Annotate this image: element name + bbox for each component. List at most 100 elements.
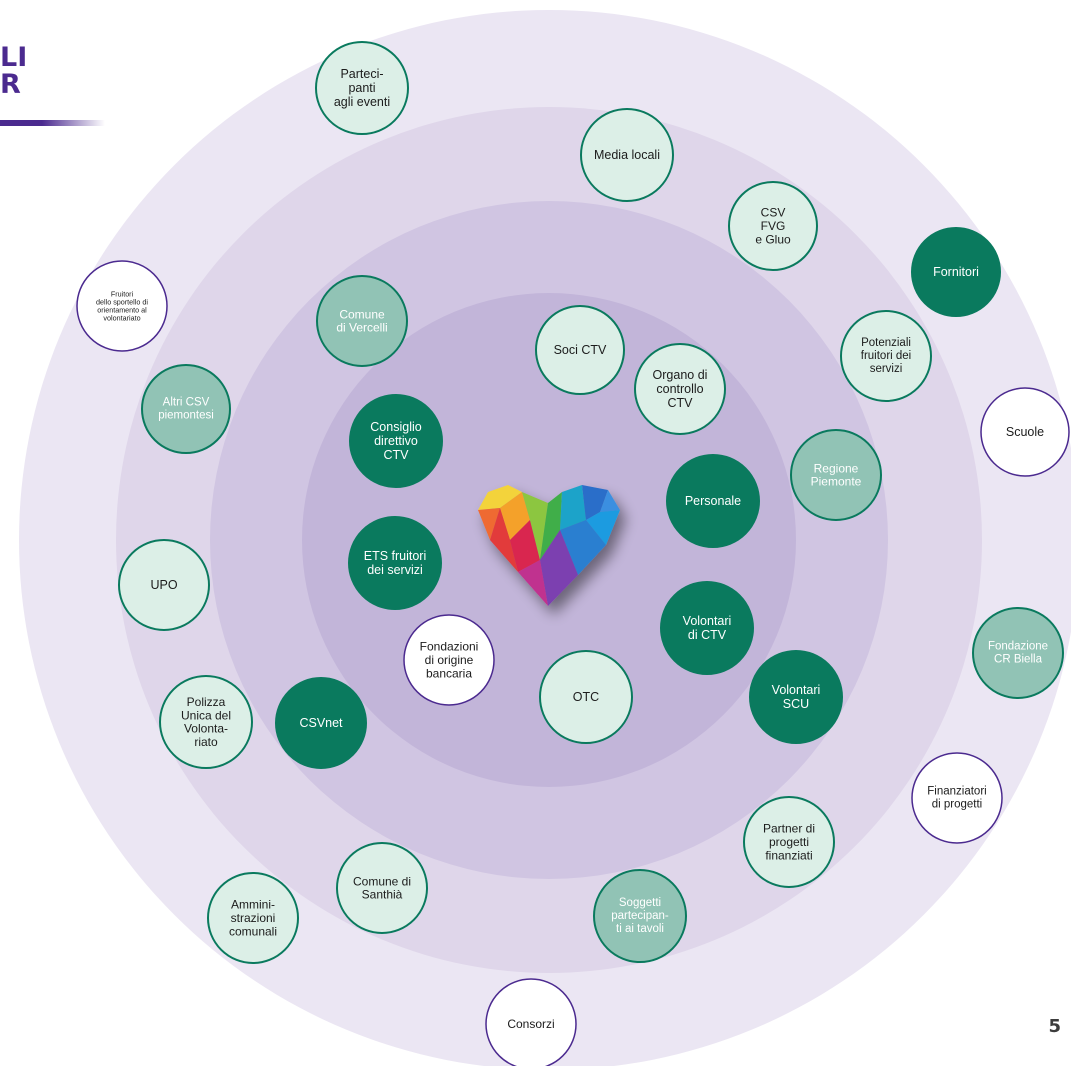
stakeholder-label-line: CTV xyxy=(668,396,694,410)
page-title-line-2: R xyxy=(0,69,21,100)
stakeholder-label: Scuole xyxy=(1006,425,1044,439)
stakeholder-circle xyxy=(316,275,408,367)
stakeholder-label: Personale xyxy=(685,494,741,508)
stakeholder-label-line: Scuole xyxy=(1006,425,1044,439)
stakeholder-circle xyxy=(666,454,760,548)
stakeholder-label-line: CR Biella xyxy=(994,653,1043,665)
stakeholder-label-line: Piemonte xyxy=(811,475,862,489)
stakeholder-circle xyxy=(911,752,1003,844)
stakeholder-label-line: CSVnet xyxy=(299,716,343,730)
stakeholder-circle xyxy=(749,650,843,744)
stakeholder-node-upo: UPO xyxy=(118,539,210,631)
stakeholder-label-line: dei servizi xyxy=(367,563,423,577)
stakeholder-circle xyxy=(743,796,835,888)
stakeholder-label-line: Santhià xyxy=(362,888,403,902)
stakeholder-label-line: CSV xyxy=(761,206,786,220)
stakeholder-circle xyxy=(728,181,818,271)
stakeholder-label-line: Fondazioni xyxy=(420,640,479,654)
stakeholder-label-line: agli eventi xyxy=(334,95,390,109)
stakeholder-label-line: di CTV xyxy=(688,628,727,642)
stakeholder-label-line: Comune xyxy=(339,307,385,321)
stakeholder-label-line: Consorzi xyxy=(507,1017,554,1031)
stakeholder-circle xyxy=(980,387,1070,477)
stakeholder-node-consorzi: Consorzi xyxy=(485,978,577,1066)
stakeholder-label-line: fruitori dei xyxy=(861,350,912,362)
stakeholder-label-line: di progetti xyxy=(932,798,983,810)
stakeholder-label: CSVnet xyxy=(299,716,343,730)
stakeholder-label-line: riato xyxy=(194,735,218,749)
stakeholder-label-line: Personale xyxy=(685,494,741,508)
stakeholder-circle xyxy=(634,343,726,435)
stakeholder-label-line: volontariato xyxy=(103,314,140,323)
stakeholder-node-fornitori: Fornitori xyxy=(911,227,1001,317)
stakeholder-circle xyxy=(76,260,168,352)
heart-logo-icon xyxy=(478,485,620,606)
stakeholder-label-line: servizi xyxy=(870,363,903,375)
stakeholder-circle xyxy=(539,650,633,744)
stakeholder-label-line: partecipan- xyxy=(611,910,669,922)
stakeholder-label-line: Ammini- xyxy=(231,898,275,912)
stakeholder-label-line: UPO xyxy=(150,578,177,592)
stakeholder-node-scuole: Scuole xyxy=(980,387,1070,477)
stakeholder-circle xyxy=(403,614,495,706)
stakeholder-label-line: Parteci- xyxy=(340,67,383,81)
stakeholder-circle xyxy=(580,108,674,202)
stakeholder-label-line: comunali xyxy=(229,924,277,938)
stakeholder-label-line: Volonta- xyxy=(184,722,228,736)
stakeholder-label-line: Volontari xyxy=(683,614,732,628)
page-title-line-1: LI xyxy=(0,42,28,73)
stakeholder-label: Consorzi xyxy=(507,1017,554,1031)
stakeholder-label-line: FVG xyxy=(761,219,786,233)
stakeholder-label-line: Finanziatori xyxy=(927,786,986,798)
stakeholder-label: Media locali xyxy=(594,148,660,162)
stakeholder-label-line: Media locali xyxy=(594,148,660,162)
stakeholder-label: UPO xyxy=(150,578,177,592)
stakeholder-label-line: CTV xyxy=(384,448,410,462)
stakeholder-label-line: Regione xyxy=(814,461,859,475)
stakeholder-circle xyxy=(315,41,409,135)
stakeholder-label-line: Polizza xyxy=(187,695,226,709)
stakeholder-label: Fornitori xyxy=(933,265,979,279)
stakeholder-label-line: Unica del xyxy=(181,708,231,722)
stakeholder-label-line: Potenziali xyxy=(861,337,911,349)
stakeholder-circle xyxy=(348,516,442,610)
stakeholder-label-line: piemontesi xyxy=(158,409,214,421)
stakeholder-circle xyxy=(535,305,625,395)
stakeholder-circle xyxy=(141,364,231,454)
stakeholder-circle xyxy=(275,677,367,769)
stakeholder-label-line: ETS fruitori xyxy=(364,549,427,563)
stakeholder-circle xyxy=(660,581,754,675)
stakeholder-label-line: di Vercelli xyxy=(336,321,387,335)
stakeholder-label-line: progetti xyxy=(769,835,809,849)
stakeholder-label-line: Altri CSV xyxy=(163,397,210,409)
stakeholder-circle xyxy=(593,869,687,963)
stakeholder-label-line: Volontari xyxy=(772,683,821,697)
stakeholder-node-csvnet: CSVnet xyxy=(275,677,367,769)
stakeholder-node-otc: OTC xyxy=(539,650,633,744)
stakeholder-label-line: di origine xyxy=(425,653,474,667)
